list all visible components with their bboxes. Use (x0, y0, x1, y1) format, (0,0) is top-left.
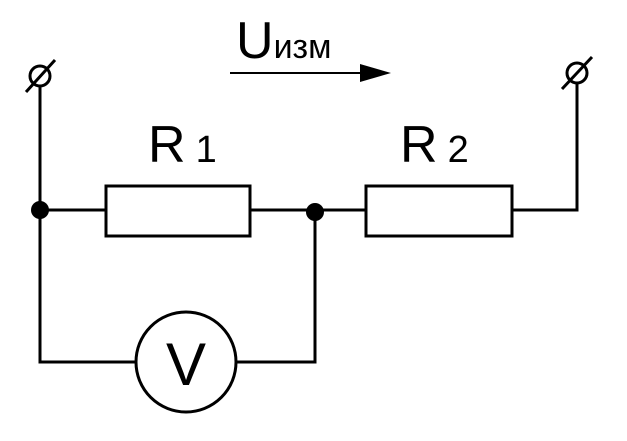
measurement-arrow (230, 64, 391, 82)
left-vertical-wire (38, 84, 138, 364)
measurement-label: Uизм (236, 12, 332, 70)
voltmeter-right-wire (234, 208, 317, 364)
resistor-r1-letter: R (148, 116, 186, 174)
svg-text:R1: R1 (148, 116, 217, 174)
left-terminal (24, 58, 57, 94)
svg-text:R2: R2 (400, 116, 469, 174)
right-wire (510, 81, 579, 212)
measurement-label-main: U (236, 12, 274, 70)
measurement-label-subscript: изм (274, 28, 332, 66)
junction-dot-middle (306, 203, 324, 221)
junction-dot-left (31, 201, 49, 219)
voltmeter: V (134, 310, 238, 414)
resistor-r2-index: 2 (448, 129, 469, 171)
svg-text:Uизм: Uизм (236, 12, 332, 70)
voltmeter-label: V (166, 331, 206, 398)
resistor-r1-index: 1 (196, 129, 217, 171)
resistor-r2-letter: R (400, 116, 438, 174)
